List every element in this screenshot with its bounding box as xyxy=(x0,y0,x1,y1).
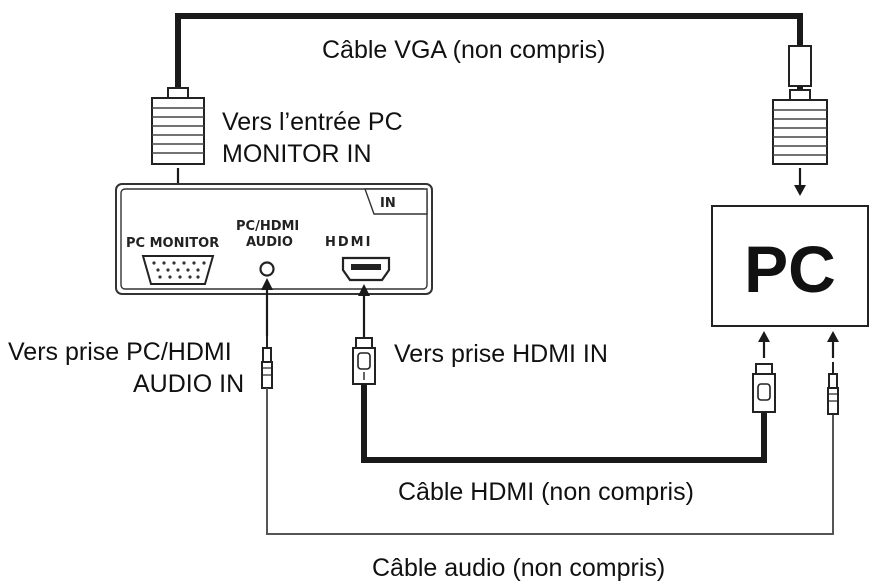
vga-cable-label: Câble VGA (non compris) xyxy=(322,36,605,64)
hdmi-in-label: Vers prise HDMI IN xyxy=(394,340,608,368)
audio-pc-arrow-head xyxy=(827,331,839,342)
audio-in-label-line1: Vers prise PC/HDMI xyxy=(8,338,232,366)
audio-jack xyxy=(259,261,275,277)
audio-in-label-line2: AUDIO IN xyxy=(133,370,244,398)
hdmi-cable xyxy=(361,384,767,463)
panel-audio-label: AUDIO xyxy=(246,235,293,250)
vga-pc-arrow-head xyxy=(794,185,806,196)
vga-port-pins xyxy=(152,261,206,279)
pc-box-label: PC xyxy=(744,232,836,306)
hdmi-cable-label: Câble HDMI (non compris) xyxy=(398,478,694,506)
audio-insert-arrow-head xyxy=(261,278,273,290)
audio-plug-left xyxy=(261,336,273,389)
pc-monitor-in-label-line2: MONITOR IN xyxy=(222,140,372,168)
pc-monitor-in-label-line1: Vers l’entrée PC xyxy=(222,108,403,136)
vga-plug-right xyxy=(772,89,828,165)
hdmi-plug-left xyxy=(352,337,376,385)
hdmi-insert-arrow-head xyxy=(358,284,370,296)
panel-pc-monitor-label: PC MONITOR xyxy=(126,236,219,251)
audio-cable-label: Câble audio (non compris) xyxy=(372,554,665,582)
audio-cable xyxy=(266,388,834,535)
hdmi-plug-right xyxy=(752,363,776,413)
vga-cable xyxy=(175,13,803,96)
panel-pc-hdmi-label: PC/HDMI xyxy=(236,219,299,234)
pc-box xyxy=(711,205,869,327)
hdmi-pc-arrow-head xyxy=(758,331,770,342)
input-panel: IN PC MONITOR PC/HDMI AUDIO HDMI xyxy=(115,183,433,295)
panel-in-label: IN xyxy=(380,196,396,211)
audio-plug-right xyxy=(827,362,839,415)
vga-ferrite-core xyxy=(788,45,812,87)
vga-plug-left xyxy=(151,87,205,165)
hdmi-logo: HDMI xyxy=(325,235,372,250)
